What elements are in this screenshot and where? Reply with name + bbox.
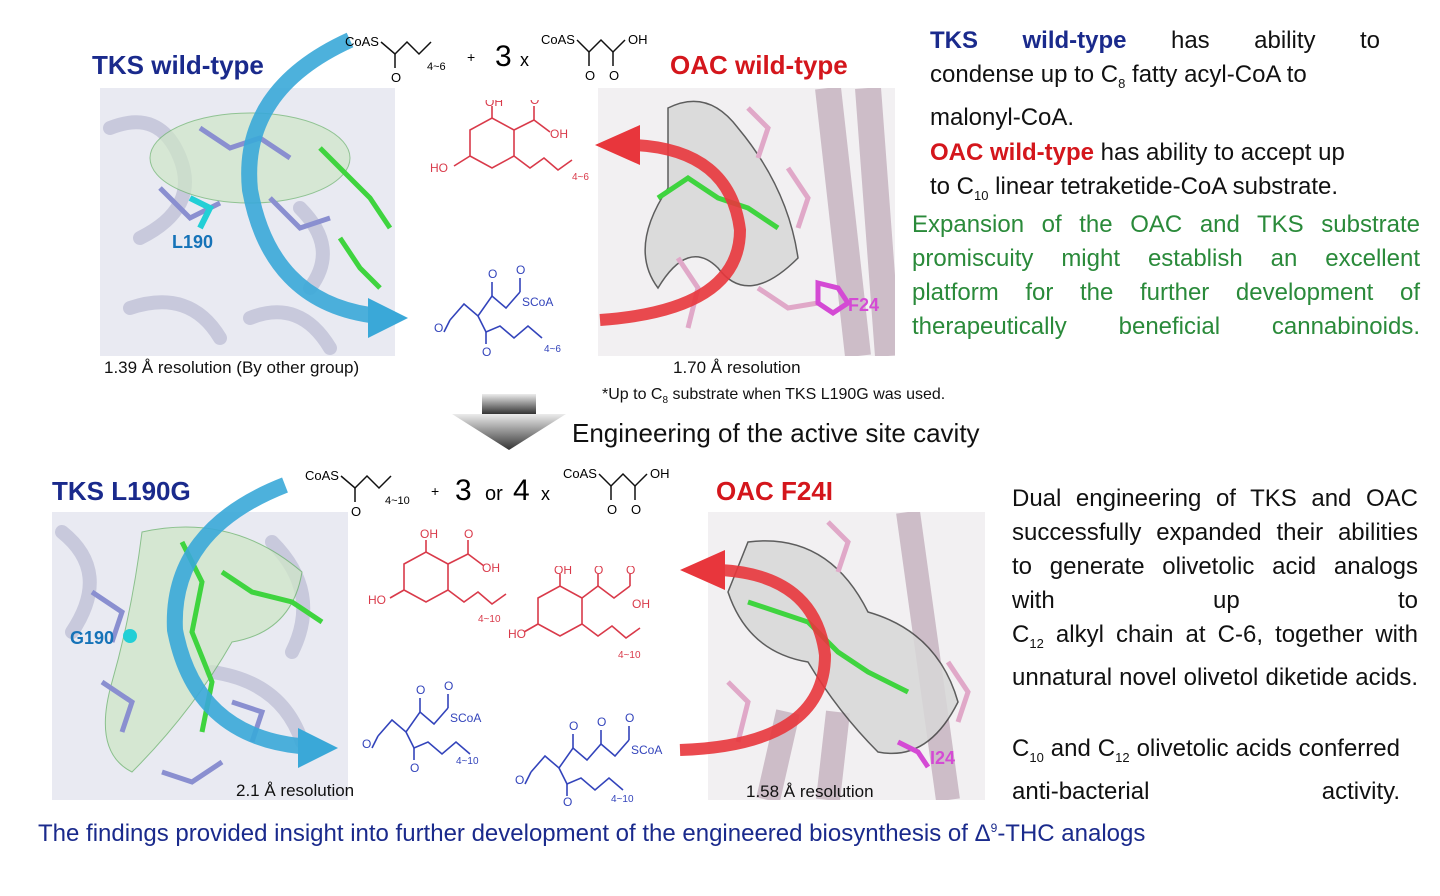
dual-engineering-description-cont: C12 alkyl chain at C-6, together with un…: [1012, 621, 1418, 691]
top-reaction-scheme: CoAS O 4~6 + 3 x CoAS O O OH: [345, 32, 648, 85]
svg-text:O: O: [530, 100, 539, 107]
svg-text:O: O: [391, 70, 401, 85]
dual-engineering-description: Dual engineering of TKS and OAC successf…: [1012, 485, 1418, 614]
svg-text:O: O: [516, 263, 525, 277]
pentaketide-coa-analog: O O O O O SCoA 4~10: [515, 711, 662, 806]
svg-text:CoAS: CoAS: [345, 34, 379, 49]
svg-text:O: O: [351, 504, 361, 519]
footnote: *Up to C8 substrate when TKS L190G was u…: [602, 386, 946, 407]
svg-text:OH: OH: [628, 32, 648, 47]
olivetol-diketide-acid: OH O O OH HO 4~10: [508, 566, 650, 661]
olivetolic-acid-analog: OH O OH HO 4~10: [368, 528, 507, 625]
svg-text:OH: OH: [650, 466, 670, 481]
svg-text:O: O: [597, 715, 606, 729]
svg-text:O: O: [488, 267, 497, 281]
svg-text:x: x: [520, 50, 529, 70]
tks-cyan-arrow: [241, 32, 408, 338]
oac-wild-type-title: OAC wild-type: [670, 50, 848, 80]
svg-text:O: O: [444, 679, 453, 693]
engineering-down-arrow: [452, 394, 566, 450]
svg-text:O: O: [609, 68, 619, 83]
oac-mutant-red-arrow: [679, 550, 832, 756]
svg-text:O: O: [434, 321, 443, 335]
oac-description: OAC wild-type has ability to accept up t…: [930, 139, 1345, 203]
oac-f24i-resolution: 1.58 Å resolution: [746, 782, 874, 801]
oac-red-arrow: [595, 125, 747, 326]
tks-description-line2: condense up to C8 fatty acyl-CoA to malo…: [930, 61, 1307, 131]
svg-text:CoAS: CoAS: [305, 468, 339, 483]
svg-text:OH: OH: [482, 561, 500, 575]
svg-text:4~10: 4~10: [385, 495, 410, 507]
oac-wild-type-resolution: 1.70 Å resolution: [673, 358, 801, 377]
tetraketide-coa: O O O O SCoA 4~6: [434, 263, 561, 359]
svg-text:HO: HO: [430, 161, 448, 175]
tks-residue-label: L190: [172, 232, 213, 252]
tetraketide-coa-analog: O O O O SCoA 4~10: [362, 679, 481, 772]
svg-text:O: O: [594, 566, 603, 577]
svg-text:4~10: 4~10: [611, 794, 634, 805]
svg-text:O: O: [585, 68, 595, 83]
svg-text:4: 4: [513, 474, 530, 507]
tks-l190g-resolution: 2.1 Å resolution: [236, 781, 355, 800]
svg-text:O: O: [464, 528, 473, 541]
svg-text:O: O: [563, 795, 572, 806]
svg-text:O: O: [410, 761, 419, 772]
oac-mutant-residue-label: I24: [930, 748, 955, 768]
svg-text:SCoA: SCoA: [631, 743, 662, 757]
svg-text:HO: HO: [508, 627, 526, 641]
svg-text:O: O: [515, 773, 524, 787]
svg-text:CoAS: CoAS: [563, 466, 597, 481]
bottom-reaction-scheme: CoAS O 4~10 + 3 or 4 x CoAS O O OH: [305, 466, 670, 519]
svg-text:4~10: 4~10: [456, 756, 479, 767]
svg-text:O: O: [607, 502, 617, 517]
svg-text:4~10: 4~10: [478, 614, 501, 625]
svg-text:O: O: [626, 566, 635, 577]
svg-text:O: O: [569, 719, 578, 733]
svg-text:CoAS: CoAS: [541, 32, 575, 47]
svg-text:O: O: [482, 345, 491, 359]
svg-text:+: +: [431, 483, 439, 499]
svg-text:OH: OH: [632, 597, 650, 611]
svg-text:O: O: [416, 683, 425, 697]
svg-text:SCoA: SCoA: [450, 711, 481, 725]
oac-residue-label: F24: [848, 295, 879, 315]
expansion-statement: Expansion of the OAC and TKS substrate p…: [912, 211, 1420, 340]
svg-text:3: 3: [455, 474, 472, 507]
svg-text:OH: OH: [550, 127, 568, 141]
oac-f24i-title: OAC F24I: [716, 476, 834, 506]
tks-mutant-residue-label: G190: [70, 628, 114, 648]
footer-conclusion: The findings provided insight into furth…: [38, 820, 1146, 847]
svg-text:HO: HO: [368, 593, 386, 607]
svg-text:OH: OH: [420, 528, 438, 541]
engineering-label: Engineering of the active site cavity: [572, 418, 980, 448]
svg-text:O: O: [631, 502, 641, 517]
svg-text:O: O: [362, 737, 371, 751]
olivetolic-acid-product: OH O OH HO 4~6: [430, 100, 589, 183]
svg-text:4~10: 4~10: [618, 650, 641, 661]
svg-text:4~6: 4~6: [572, 172, 589, 183]
tks-wild-type-resolution: 1.39 Å resolution (By other group): [104, 358, 360, 377]
svg-text:OH: OH: [485, 100, 503, 109]
svg-text:SCoA: SCoA: [522, 295, 553, 309]
tks-wild-type-title: TKS wild-type: [92, 50, 264, 80]
svg-text:+: +: [467, 49, 475, 65]
svg-text:OH: OH: [554, 566, 572, 577]
svg-text:O: O: [625, 711, 634, 725]
tks-description: TKS wild-type has ability to: [930, 27, 1381, 54]
svg-text:x: x: [541, 484, 550, 504]
tks-mutant-cyan-arrow: [166, 477, 338, 768]
svg-text:4~6: 4~6: [544, 344, 561, 355]
svg-text:4~6: 4~6: [427, 61, 446, 73]
svg-text:3: 3: [495, 40, 512, 73]
antibacterial-description: C10 and C12 olivetolic acids conferred a…: [1012, 735, 1400, 805]
svg-text:or: or: [485, 483, 503, 505]
tks-l190g-title: TKS L190G: [52, 476, 191, 506]
